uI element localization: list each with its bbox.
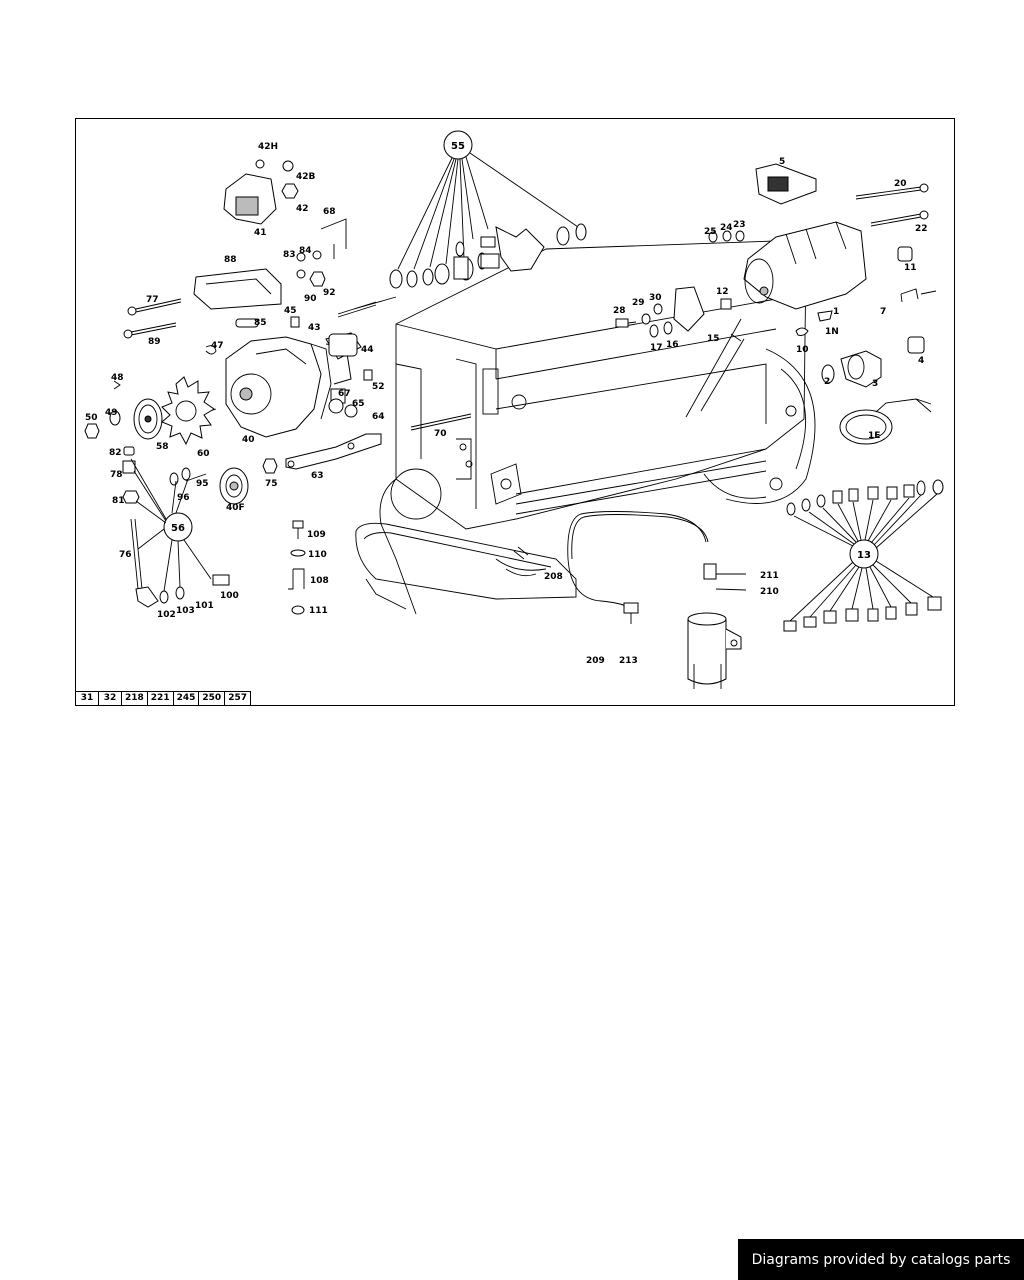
label-29: 29 xyxy=(632,298,645,308)
label-43: 43 xyxy=(308,323,321,333)
label-3: 3 xyxy=(872,379,878,389)
label-50: 50 xyxy=(85,413,98,423)
label-209: 209 xyxy=(586,656,605,666)
label-58: 58 xyxy=(156,442,169,452)
label-44: 44 xyxy=(361,345,374,355)
label-76: 76 xyxy=(119,550,132,560)
label-1N: 1N xyxy=(825,327,839,337)
credit-banner: Diagrams provided by catalogs parts xyxy=(738,1239,1024,1280)
reference-page-strip: 31 32 218 221 245 250 257 xyxy=(76,691,251,705)
label-5: 5 xyxy=(779,157,785,167)
label-1E: 1E xyxy=(868,431,880,441)
label-208: 208 xyxy=(544,572,563,582)
label-65: 65 xyxy=(352,399,365,409)
label-40F: 40F xyxy=(226,503,245,513)
label-81: 81 xyxy=(112,496,125,506)
label-102: 102 xyxy=(157,610,176,620)
label-20: 20 xyxy=(894,179,907,189)
label-1: 1 xyxy=(833,307,839,317)
brush-set-13: 13 xyxy=(783,479,944,632)
label-63: 63 xyxy=(311,471,324,481)
label-85: 85 xyxy=(254,318,267,328)
label-4: 4 xyxy=(918,356,924,366)
label-83: 83 xyxy=(283,250,296,260)
label-45: 45 xyxy=(284,306,297,316)
callout-13 xyxy=(849,539,879,569)
label-24: 24 xyxy=(720,223,733,233)
label-108: 108 xyxy=(310,576,329,586)
ref-page-cell[interactable]: 32 xyxy=(98,692,121,705)
label-77: 77 xyxy=(146,295,159,305)
label-23: 23 xyxy=(733,220,746,230)
label-42H: 42H xyxy=(258,142,278,152)
label-49: 49 xyxy=(105,408,118,418)
callout-13-label: 13 xyxy=(857,550,871,561)
callout-55-group: 55 xyxy=(389,130,587,289)
alternator-bracket-parts xyxy=(123,159,397,339)
label-68: 68 xyxy=(323,207,336,217)
label-101: 101 xyxy=(195,601,214,611)
label-25: 25 xyxy=(704,227,717,237)
label-30: 30 xyxy=(649,293,662,303)
label-75: 75 xyxy=(265,479,278,489)
callout-55-label: 55 xyxy=(451,141,465,152)
engine-block xyxy=(355,240,816,615)
ref-page-cell[interactable]: 218 xyxy=(121,692,147,705)
label-111: 111 xyxy=(309,606,328,616)
ref-page-cell[interactable]: 31 xyxy=(80,693,94,703)
label-47: 47 xyxy=(211,341,224,351)
label-211: 211 xyxy=(760,571,779,581)
label-89: 89 xyxy=(148,337,161,347)
label-60: 60 xyxy=(197,449,210,459)
tensioner-parts: 56 xyxy=(122,333,472,615)
part-number-labels: 42H 42B 42 41 68 88 83 84 90 92 77 89 85… xyxy=(85,142,928,666)
ref-page-cell[interactable]: 257 xyxy=(224,692,250,705)
label-42B: 42B xyxy=(296,172,316,182)
label-210: 210 xyxy=(760,587,779,597)
label-100: 100 xyxy=(220,591,239,601)
label-52: 52 xyxy=(372,382,385,392)
label-17: 17 xyxy=(650,343,663,353)
label-10: 10 xyxy=(796,345,809,355)
ref-page-cell[interactable]: 245 xyxy=(172,692,199,705)
label-12: 12 xyxy=(716,287,729,297)
label-92: 92 xyxy=(323,288,336,298)
label-78: 78 xyxy=(110,470,123,480)
label-70: 70 xyxy=(434,429,447,439)
label-82: 82 xyxy=(109,448,122,458)
label-41: 41 xyxy=(254,228,267,238)
ref-page-cell[interactable]: 250 xyxy=(198,692,224,705)
label-40: 40 xyxy=(242,435,255,445)
label-96: 96 xyxy=(177,493,190,503)
label-28: 28 xyxy=(613,306,626,316)
label-15: 15 xyxy=(707,334,720,344)
label-7: 7 xyxy=(880,307,886,317)
label-109: 109 xyxy=(307,530,326,540)
label-88: 88 xyxy=(224,255,237,265)
ref-page-cell[interactable]: 221 xyxy=(146,692,173,705)
label-90: 90 xyxy=(304,294,317,304)
label-16: 16 xyxy=(666,340,679,350)
label-84: 84 xyxy=(299,246,312,256)
credit-text: Diagrams provided by catalogs parts xyxy=(751,1251,1011,1268)
label-42: 42 xyxy=(296,204,309,214)
exploded-parts-diagram: 55 xyxy=(75,118,955,706)
label-213: 213 xyxy=(619,656,638,666)
label-48: 48 xyxy=(111,373,124,383)
label-110: 110 xyxy=(308,550,327,560)
label-103: 103 xyxy=(176,606,195,616)
starter-motor xyxy=(615,163,937,445)
label-11: 11 xyxy=(904,263,917,273)
label-2: 2 xyxy=(824,377,830,387)
label-22: 22 xyxy=(915,224,928,234)
label-67: 67 xyxy=(338,389,351,399)
ignition-coil-wire xyxy=(567,511,747,689)
label-95: 95 xyxy=(196,479,209,489)
label-64: 64 xyxy=(372,412,385,422)
callout-56-label: 56 xyxy=(171,523,185,534)
